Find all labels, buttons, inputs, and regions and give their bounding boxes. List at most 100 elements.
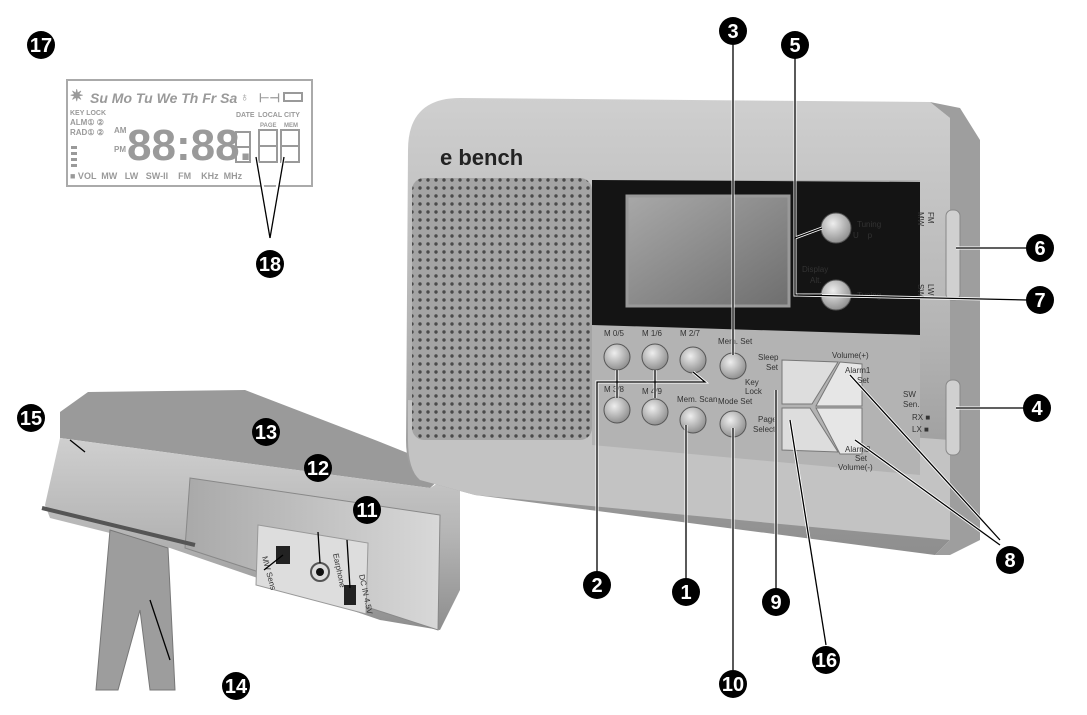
key-lock-sublabel: Lock xyxy=(745,387,763,396)
tuning-up-sublabel: U p xyxy=(853,231,873,240)
lcd-rad: RAD① ② xyxy=(70,128,104,137)
callout-4: 4 xyxy=(1023,394,1051,422)
m27-button[interactable] xyxy=(679,346,707,374)
sleep-set-key[interactable] xyxy=(781,359,839,405)
alarm2-label: Alarm2 xyxy=(845,445,871,454)
svg-text:13: 13 xyxy=(255,422,277,444)
dc-in-socket[interactable] xyxy=(344,585,356,605)
band-fm-label: FM xyxy=(926,212,935,224)
callout-6: 6 xyxy=(1026,234,1054,262)
callout-8: 8 xyxy=(996,546,1024,574)
brand-logo: e bench xyxy=(440,145,523,170)
svg-text:4: 4 xyxy=(1031,398,1043,420)
speaker-grille xyxy=(412,178,592,440)
page-select-sublabel: Select xyxy=(753,425,776,434)
lcd-digits: 88:88. xyxy=(127,121,252,170)
modeset-label: Mode Set xyxy=(718,397,753,406)
callout-16: 16 xyxy=(812,646,840,674)
lcd-mem: MEM xyxy=(284,123,298,129)
svg-text:14: 14 xyxy=(225,676,248,698)
callout-5: 5 xyxy=(781,31,809,59)
sleep-set-sublabel: Set xyxy=(766,363,779,372)
callout-18: 18 xyxy=(256,250,284,278)
callout-14: 14 xyxy=(222,672,250,700)
callout-7: 7 xyxy=(1026,286,1054,314)
tuning-up-button[interactable] xyxy=(820,212,852,244)
stand-leg[interactable] xyxy=(95,529,176,691)
svg-text:3: 3 xyxy=(727,21,738,43)
callout-17: 17 xyxy=(27,31,55,59)
m49-label: M 4/9 xyxy=(642,387,663,396)
alarm1-set-key[interactable] xyxy=(815,361,863,407)
lcd-alarm-bell-icon: ♁ xyxy=(240,90,249,104)
lcd-bands: ■ VOL MW LW SW-II FM KHz MHz xyxy=(70,171,243,181)
svg-text:15: 15 xyxy=(20,408,42,430)
tuning-up-label: Tuning xyxy=(857,220,881,229)
lcd-pm: PM xyxy=(114,145,126,154)
svg-text:11: 11 xyxy=(356,500,377,522)
m16-button[interactable] xyxy=(641,343,669,371)
m38-label: M 3/8 xyxy=(604,385,625,394)
svg-text:1: 1 xyxy=(680,582,691,604)
lcd-segment-digits xyxy=(235,129,300,163)
m38-button[interactable] xyxy=(603,396,631,424)
m27-label: M 2/7 xyxy=(680,329,701,338)
display-alt-sublabel: Alt. xyxy=(810,276,822,285)
lcd-signal-bars xyxy=(71,146,77,167)
band-sw-label: SW xyxy=(916,284,925,297)
radio-side-view: MW Sens Earphone DC IN 4.5V xyxy=(41,390,460,691)
lcd-alm: ALM① ② xyxy=(70,118,104,127)
svg-text:16: 16 xyxy=(815,650,837,672)
mem-scan-button[interactable] xyxy=(679,406,707,434)
radio-front-view: e bench Tuning U p Display Alt. Tuning M… xyxy=(406,98,980,555)
lcd-battery-icon xyxy=(283,92,303,102)
m16-label: M 1/6 xyxy=(642,329,663,338)
earphone-jack-hole xyxy=(316,568,324,576)
sw-sens-switch[interactable] xyxy=(945,379,961,456)
key-lock-label: Key xyxy=(745,378,759,387)
svg-text:12: 12 xyxy=(307,458,329,480)
svg-text:18: 18 xyxy=(259,254,281,276)
alarm2-set-key[interactable] xyxy=(815,407,863,455)
mem-set-button[interactable] xyxy=(719,352,747,380)
lcd-bed-icon: ⊢⊣ xyxy=(259,91,280,105)
callout-13: 13 xyxy=(252,418,280,446)
lcd-sun-icon: ✷ xyxy=(70,88,83,105)
svg-text:8: 8 xyxy=(1004,550,1015,572)
callout-12: 12 xyxy=(304,454,332,482)
volume-up-label: Volume(+) xyxy=(832,351,869,360)
svg-text:17: 17 xyxy=(30,35,52,57)
callout-9: 9 xyxy=(762,588,790,616)
callouts: 1 2 3 4 5 6 7 8 9 10 11 12 13 14 15 16 1… xyxy=(17,17,1054,700)
alarm2-sublabel: Set xyxy=(855,454,868,463)
svg-text:6: 6 xyxy=(1034,238,1045,260)
lcd-page: PAGE xyxy=(260,123,277,129)
callout-15: 15 xyxy=(17,404,45,432)
leader-lines-dark xyxy=(69,45,1028,670)
antenna-rod xyxy=(41,506,196,547)
band-mw-label: MW xyxy=(916,212,925,227)
page-select-key[interactable] xyxy=(781,407,839,453)
lcd-screen xyxy=(625,194,791,308)
lcd-inset: ✷ Su Mo Tu We Th Fr Sa ♁ ⊢⊣ KEY LOCK ALM… xyxy=(66,79,313,187)
callout-11: 11 xyxy=(353,496,381,524)
sleep-set-label: Sleep xyxy=(758,353,779,362)
lcd-local: LOCAL xyxy=(258,112,283,119)
svg-text:5: 5 xyxy=(789,35,800,57)
sw-sens-label: SW xyxy=(903,390,916,399)
callout-2: 2 xyxy=(583,571,611,599)
lx-label: LX ■ xyxy=(912,425,929,434)
m05-label: M 0/5 xyxy=(604,329,625,338)
lcd-am: AM xyxy=(114,126,127,135)
m49-button[interactable] xyxy=(641,398,669,426)
radio-right-side xyxy=(930,102,980,555)
rx-label: RX ■ xyxy=(912,413,930,422)
band-lw-label: LW xyxy=(926,284,935,296)
sw-sens-sublabel: Sen. xyxy=(903,400,919,409)
callout-10: 10 xyxy=(719,670,747,698)
memset-label: Mem. Set xyxy=(718,337,753,346)
band-switch[interactable] xyxy=(945,209,961,301)
alarm1-sublabel: Set xyxy=(857,376,870,385)
m05-button[interactable] xyxy=(603,343,631,371)
